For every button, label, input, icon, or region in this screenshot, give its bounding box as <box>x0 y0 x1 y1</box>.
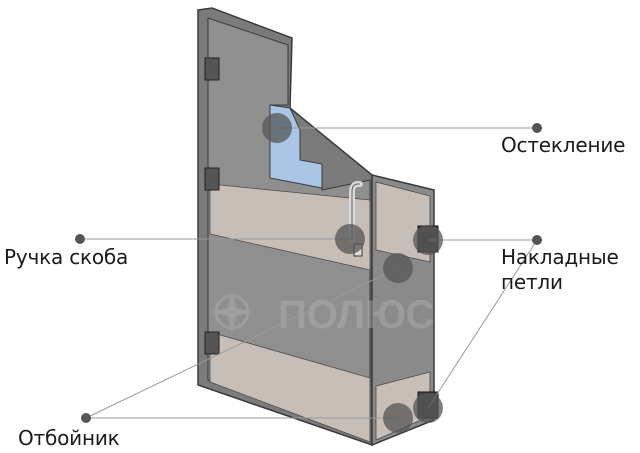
compass-rose-icon <box>210 290 254 334</box>
label-handle: Ручка скоба <box>4 245 129 269</box>
label-dots <box>75 123 542 423</box>
label-kickplate: Отбойник <box>18 426 120 450</box>
leader-lines <box>80 127 538 419</box>
hinge-icon <box>204 57 220 81</box>
label-hinges-line1: Накладные <box>501 245 619 269</box>
door-leaf-large <box>197 7 373 447</box>
callout-markers <box>262 113 443 433</box>
label-glazing: Остекление <box>501 133 626 157</box>
watermark: ПОЛЮС <box>210 290 435 337</box>
svg-text:ПОЛЮС: ПОЛЮС <box>278 293 435 337</box>
hinge-icon <box>204 167 220 191</box>
label-hinges-line2: петли <box>501 270 563 294</box>
hinge-icon <box>204 331 220 355</box>
